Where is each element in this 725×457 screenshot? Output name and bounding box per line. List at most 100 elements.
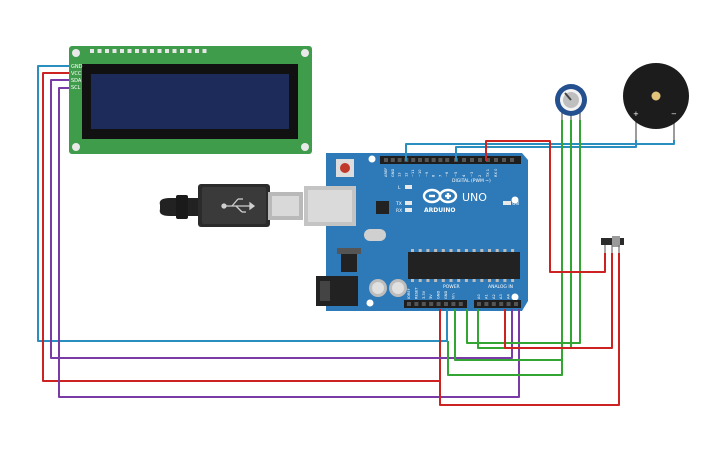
atmega-chip: [408, 252, 520, 279]
lcd-header-pin: [97, 49, 102, 53]
header-hole[interactable]: [445, 158, 450, 162]
chip-leg: [449, 279, 453, 282]
lcd-header-pin: [135, 49, 139, 53]
header-hole[interactable]: [470, 158, 474, 162]
header-hole[interactable]: [510, 158, 514, 162]
led-rx: [405, 208, 412, 212]
wire-switch-common[interactable]: [504, 253, 613, 349]
wire-pot-ground-loop[interactable]: [447, 341, 563, 376]
pin-label: 3.3V: [422, 290, 426, 299]
pin-label: A5: [514, 294, 518, 299]
chip-leg: [495, 249, 499, 252]
digital-header-label: DIGITAL (PWM ~): [452, 178, 491, 184]
led-l: [405, 185, 412, 189]
led-tx: [405, 201, 412, 205]
lcd-pin-label: SDA: [71, 78, 82, 84]
pin-label: A4: [507, 294, 511, 299]
digital-header: [380, 156, 521, 164]
header-hole[interactable]: [438, 158, 443, 162]
header-hole[interactable]: [502, 158, 506, 162]
power-header-label: POWER: [443, 284, 460, 290]
wire-lcd-scl[interactable]: [58, 87, 520, 398]
header-hole[interactable]: [397, 158, 402, 162]
chip-leg: [472, 249, 476, 252]
lcd-module[interactable]: GND VCC SDA SCL: [69, 46, 312, 154]
header-hole[interactable]: [436, 302, 441, 306]
chip-leg: [464, 279, 468, 282]
analog-header: [474, 300, 521, 308]
wire-switch-vcc[interactable]: [439, 253, 620, 406]
header-hole[interactable]: [418, 158, 422, 162]
chip-leg: [480, 279, 484, 282]
pin-label: ~5: [454, 172, 458, 177]
header-hole[interactable]: [514, 302, 518, 306]
header-hole[interactable]: [491, 302, 496, 306]
header-hole[interactable]: [390, 158, 395, 162]
led-on: [503, 201, 511, 205]
wire-lcd-sda[interactable]: [50, 79, 513, 359]
header-hole[interactable]: [486, 158, 490, 162]
led-tx-label: TX: [395, 201, 402, 207]
header-hole[interactable]: [444, 302, 448, 306]
lcd-header-pin: [105, 49, 109, 53]
header-hole[interactable]: [506, 302, 511, 306]
pin-label: AREF: [384, 168, 388, 177]
header-hole[interactable]: [414, 302, 419, 306]
header-hole[interactable]: [431, 158, 436, 162]
wire-lcd-gnd[interactable]: [37, 65, 448, 342]
lcd-mount-hole: [72, 49, 80, 57]
wire-buzzer-signal[interactable]: [455, 140, 637, 161]
pin-label: RESET: [414, 287, 418, 299]
header-hole[interactable]: [429, 302, 434, 306]
pin-label: A2: [492, 294, 496, 299]
chip-leg: [503, 279, 507, 282]
header-hole[interactable]: [421, 302, 426, 306]
wire-pot-vcc[interactable]: [466, 120, 581, 344]
header-hole[interactable]: [478, 158, 482, 162]
pin-label: GND: [391, 169, 395, 177]
pin-label: 13: [398, 172, 402, 177]
pin-label: 8: [432, 174, 436, 177]
pin-label: ~3: [470, 172, 474, 177]
lcd-pin-label: SCL: [71, 85, 81, 91]
usb-cable[interactable]: [159, 184, 303, 227]
pin-label: 4: [462, 174, 466, 177]
switch-slider[interactable]: [612, 236, 620, 247]
header-hole[interactable]: [499, 302, 504, 306]
chip-leg: [426, 279, 430, 282]
header-hole[interactable]: [407, 302, 411, 306]
usb-plug-metal-inner: [272, 196, 299, 216]
pin-label: ~6: [445, 171, 449, 177]
buzzer-plus-label: +: [633, 110, 639, 118]
header-hole[interactable]: [494, 158, 498, 162]
chip-leg: [426, 249, 430, 252]
potentiometer[interactable]: [555, 84, 587, 120]
reset-button-cap[interactable]: [340, 163, 350, 173]
header-hole[interactable]: [384, 158, 388, 162]
atmega-chip-legs: [411, 249, 515, 282]
wire-switch-signal[interactable]: [485, 140, 606, 273]
chip-leg: [457, 249, 461, 252]
pin-label: RX 0: [494, 168, 498, 177]
buzzer-center: [651, 91, 661, 101]
chip-leg: [418, 279, 422, 282]
pin-label: A1: [484, 294, 488, 299]
wire-buzzer-gnd[interactable]: [405, 140, 675, 161]
wire-pot-gnd[interactable]: [454, 120, 563, 361]
pin-label: 7: [438, 175, 442, 177]
header-hole[interactable]: [424, 158, 429, 162]
chip-leg: [503, 249, 507, 252]
header-hole[interactable]: [484, 302, 489, 306]
header-hole[interactable]: [451, 302, 456, 306]
usb-b-jack-inner: [308, 190, 352, 222]
slide-switch[interactable]: [601, 236, 624, 253]
header-hole[interactable]: [458, 302, 463, 306]
header-hole[interactable]: [411, 158, 416, 162]
chip-leg: [441, 279, 445, 282]
lcd-mount-hole: [72, 143, 80, 151]
header-hole[interactable]: [477, 302, 481, 306]
piezo-buzzer[interactable]: + −: [623, 63, 689, 140]
header-hole[interactable]: [462, 158, 466, 162]
